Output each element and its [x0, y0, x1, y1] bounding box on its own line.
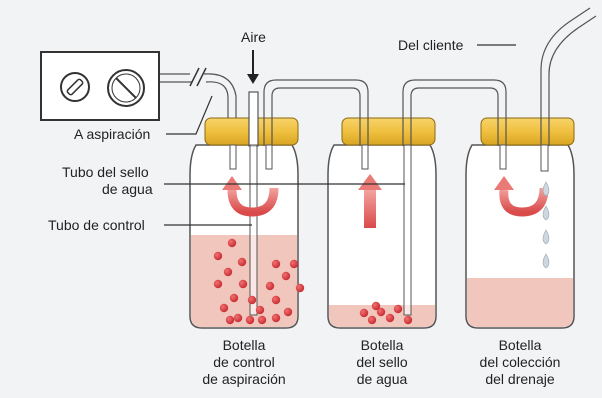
suction-tubing — [160, 67, 237, 146]
inner-tubes — [229, 144, 549, 316]
bubble — [255, 305, 265, 315]
bubble — [237, 257, 247, 267]
bottle-2-jar — [327, 144, 437, 329]
bubble — [213, 279, 223, 289]
bubble — [403, 315, 413, 325]
label-to-suction: A aspiración — [74, 126, 150, 142]
water-seal-tube — [403, 144, 412, 316]
control-tube — [249, 144, 258, 316]
bottle-2-lid — [341, 117, 436, 146]
bubble — [247, 295, 257, 305]
bubble — [359, 308, 369, 318]
bubble — [223, 267, 233, 277]
label-air: Aire — [241, 29, 266, 45]
label-from-patient: Del cliente — [398, 37, 464, 53]
bubble — [367, 315, 377, 325]
bubble — [227, 238, 237, 248]
air-vent-tube — [248, 91, 259, 147]
bubble — [271, 313, 281, 323]
bubbles — [213, 238, 413, 325]
bubble — [283, 307, 293, 317]
bottle-1-caption-line3: de aspiración — [202, 371, 285, 387]
bottle-2-caption-line2: del sello — [356, 354, 408, 370]
bottle-3-liquid — [467, 278, 573, 327]
leader-lines — [164, 44, 516, 226]
bubble — [245, 315, 255, 325]
bottle-2-caption-line1: Botella — [361, 337, 404, 353]
label-water-seal-tube-line2: de agua — [102, 181, 153, 197]
label-water-seal-tube-line1: Tubo del sello — [62, 164, 149, 180]
connector-tubing — [263, 7, 597, 146]
bubble — [229, 293, 239, 303]
bottle-3-jar — [465, 144, 575, 329]
curved-arrow-icon — [222, 176, 279, 217]
bottle-1-caption-line2: de control — [213, 354, 274, 370]
bubble — [289, 259, 299, 269]
bottle-1-jar — [189, 144, 299, 329]
bottle-3-caption-line1: Botella — [499, 337, 542, 353]
bubble — [238, 279, 248, 289]
bottle-1-caption-line1: Botella — [223, 337, 266, 353]
bottle-3-lid — [480, 117, 575, 146]
bubble — [271, 259, 281, 269]
bubble — [219, 303, 229, 313]
bottle-2-caption-line3: de agua — [357, 371, 408, 387]
bottle-3-caption-line2: del colección — [480, 354, 561, 370]
bottle-3-caption-line3: del drenaje — [485, 371, 554, 387]
gauge-dial-icon — [60, 72, 90, 102]
bubble — [213, 251, 223, 261]
suction-device — [40, 51, 160, 121]
curved-arrow-icon — [494, 176, 549, 217]
bubble — [233, 313, 243, 323]
bubble — [376, 307, 386, 317]
bubble — [393, 304, 403, 314]
suction-dial-icon — [107, 69, 145, 107]
up-arrow-icon — [358, 174, 382, 228]
down-arrow-icon — [247, 50, 259, 84]
bubble — [385, 313, 395, 323]
bubble — [257, 315, 267, 325]
bubble — [271, 295, 281, 305]
bubble — [265, 281, 275, 291]
bubble — [295, 283, 305, 293]
droplet-icon — [542, 181, 550, 269]
bubble — [225, 315, 235, 325]
label-control-tube: Tubo de control — [48, 217, 145, 233]
bubble — [281, 271, 291, 281]
bubble — [371, 301, 381, 311]
